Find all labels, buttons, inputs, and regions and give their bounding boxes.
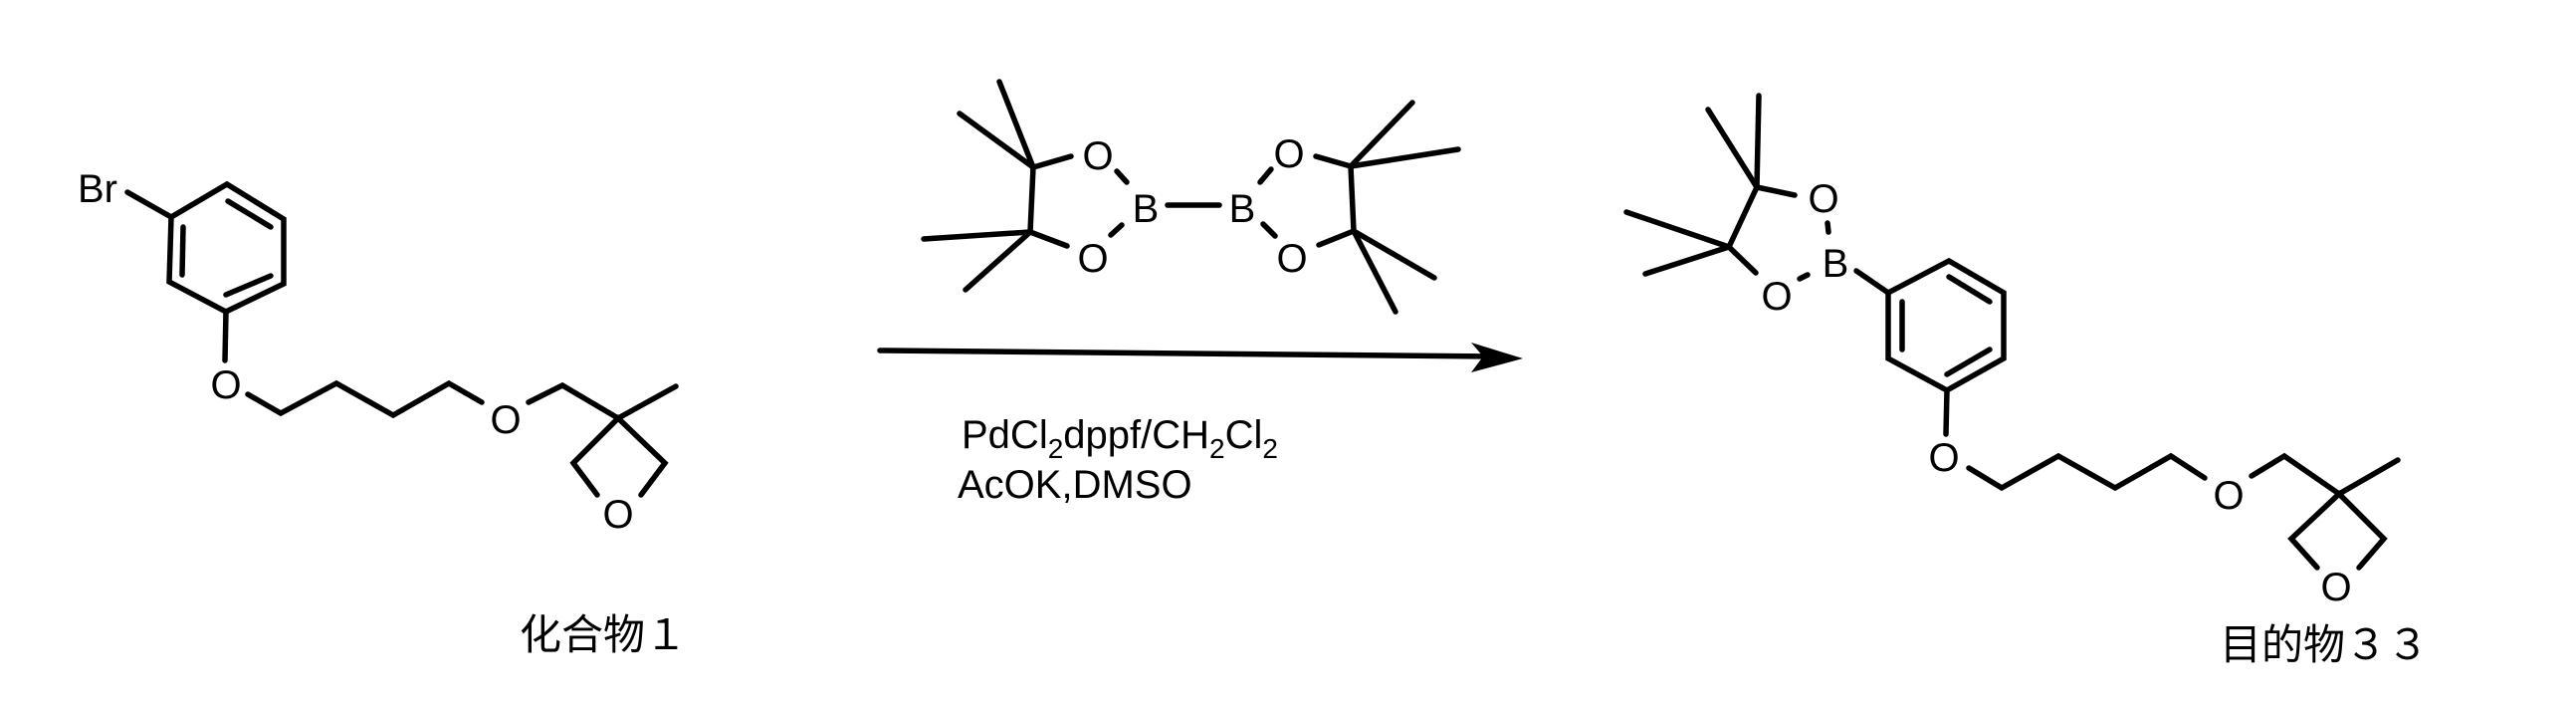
boron-atom: B: [1823, 242, 1849, 286]
oxygen-atom: O: [1273, 132, 1304, 176]
oxygen-atom: O: [1082, 134, 1113, 178]
oxygen-atom: O: [490, 398, 521, 442]
starting-material-label: 化合物１: [520, 610, 687, 659]
oxygen-atom: O: [1928, 436, 1959, 480]
oxygen-atom: O: [2213, 474, 2244, 518]
oxygen-atom: O: [602, 493, 633, 537]
conditions-line-2: AcOK,DMSO: [958, 463, 1192, 507]
oxygen-atom: O: [210, 363, 241, 407]
oxygen-atom: O: [1276, 237, 1307, 281]
oxygen-atom: O: [1077, 237, 1108, 281]
reaction-arrow: [877, 343, 1523, 372]
oxygen-atom: O: [1808, 177, 1838, 221]
product-label: 目的物３３: [2220, 620, 2429, 669]
bromine-atom: Br: [78, 167, 117, 211]
product-structure: O O B O O O: [1623, 93, 2401, 609]
starting-material-structure: Br O O O: [78, 167, 679, 537]
reagent-structure-b2pin2: O O B B O O: [921, 79, 1461, 315]
boron-atom: B: [1229, 187, 1256, 231]
oxygen-atom: O: [1761, 275, 1792, 319]
benzene-ring: [1885, 257, 2007, 394]
boron-atom: B: [1133, 187, 1160, 231]
oxygen-atom: O: [2320, 566, 2351, 609]
conditions-line-1: PdCl2dppf/CH2Cl2: [962, 413, 1278, 464]
